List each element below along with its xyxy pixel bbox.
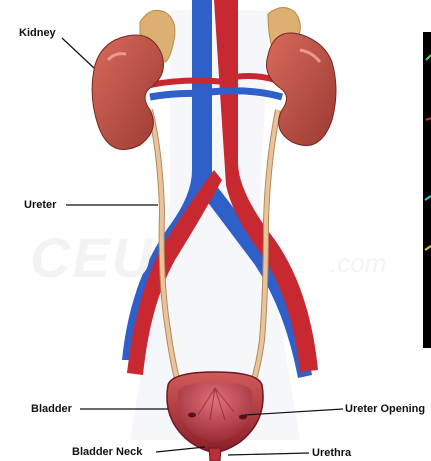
- kidney-leader: [62, 38, 94, 68]
- label-ureter-opening: Ureter Opening: [345, 403, 425, 415]
- urethra-leader: [228, 453, 309, 455]
- ureter-opening-mark-left: [188, 413, 196, 418]
- bladder-neck-leader: [156, 447, 205, 452]
- label-urethra: Urethra: [312, 447, 351, 459]
- urethra: [209, 448, 221, 461]
- label-bladder: Bladder: [31, 403, 72, 415]
- label-bladder-neck: Bladder Neck: [72, 446, 142, 458]
- inset-image: [423, 32, 431, 348]
- watermark: CEU: [30, 225, 154, 290]
- label-kidney: Kidney: [19, 27, 56, 39]
- label-ureter: Ureter: [24, 199, 56, 211]
- watermark-suffix: .com: [330, 248, 386, 279]
- left-renal-vein: [150, 93, 205, 97]
